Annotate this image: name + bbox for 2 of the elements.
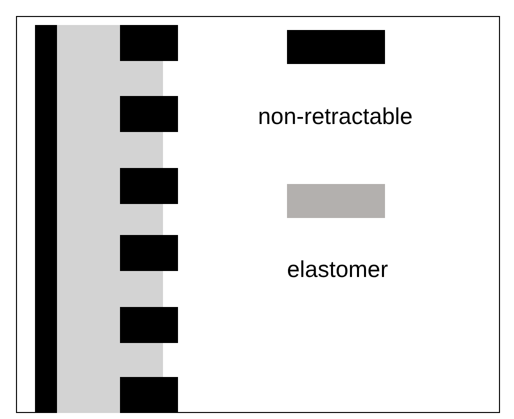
legend-label: elastomer xyxy=(287,256,388,283)
legend-label: non-retractable xyxy=(258,103,413,130)
